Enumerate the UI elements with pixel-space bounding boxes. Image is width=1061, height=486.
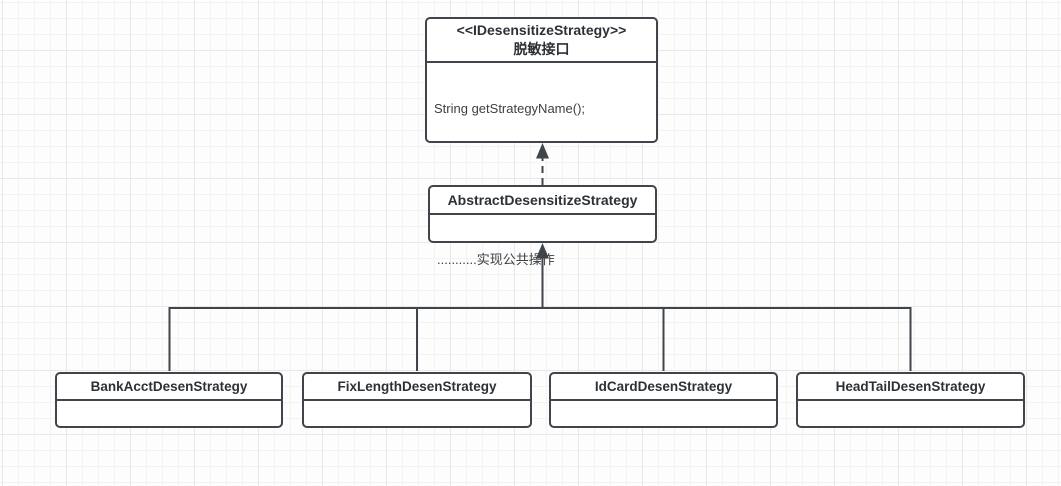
abstract-class-box[interactable]: AbstractDesensitizeStrategy ...........实… bbox=[428, 185, 657, 267]
subclass-body-empty bbox=[304, 401, 530, 426]
subclass-body-empty bbox=[57, 401, 281, 426]
subclass-box-headtail[interactable]: HeadTailDesenStrategy bbox=[796, 372, 1025, 428]
abstract-class-name: AbstractDesensitizeStrategy bbox=[447, 192, 638, 208]
subclass-header: FixLengthDesenStrategy bbox=[304, 374, 530, 401]
subclass-header: HeadTailDesenStrategy bbox=[798, 374, 1023, 401]
abstract-class-body: ...........实现公共操作 bbox=[430, 215, 655, 306]
subclass-body-empty bbox=[551, 401, 776, 426]
subclass-body-empty bbox=[798, 401, 1023, 426]
interface-class-box[interactable]: <<IDesensitizeStrategy>> 脱敏接口 String get… bbox=[425, 17, 658, 143]
generalization-edge[interactable] bbox=[536, 243, 549, 308]
subclass-name: BankAcctDesenStrategy bbox=[90, 379, 248, 394]
generalization-arrowhead-icon bbox=[536, 243, 549, 259]
subclass-box-bankacct[interactable]: BankAcctDesenStrategy bbox=[55, 372, 283, 428]
subclass-header: BankAcctDesenStrategy bbox=[57, 374, 281, 401]
interface-class-header: <<IDesensitizeStrategy>> 脱敏接口 bbox=[427, 19, 656, 63]
interface-title-cn: 脱敏接口 bbox=[513, 41, 570, 57]
subclass-tree-connector[interactable] bbox=[168, 307, 912, 371]
subclass-header: IdCardDesenStrategy bbox=[551, 374, 776, 401]
subclass-name: FixLengthDesenStrategy bbox=[337, 379, 497, 394]
abstract-class-header: AbstractDesensitizeStrategy bbox=[430, 187, 655, 215]
interface-methods: String getStrategyName(); String desensi… bbox=[427, 63, 656, 141]
realization-edge[interactable] bbox=[536, 143, 549, 185]
subclass-box-fixlength[interactable]: FixLengthDesenStrategy bbox=[302, 372, 532, 428]
subclass-box-idcard[interactable]: IdCardDesenStrategy bbox=[549, 372, 778, 428]
interface-method-line: String getStrategyName(); bbox=[434, 101, 586, 116]
realization-arrowhead-icon bbox=[536, 143, 549, 159]
interface-stereotype: <<IDesensitizeStrategy>> bbox=[456, 22, 627, 38]
abstract-class-note: ...........实现公共操作 bbox=[437, 252, 555, 267]
subclass-name: HeadTailDesenStrategy bbox=[835, 379, 986, 394]
subclass-name: IdCardDesenStrategy bbox=[594, 379, 733, 394]
